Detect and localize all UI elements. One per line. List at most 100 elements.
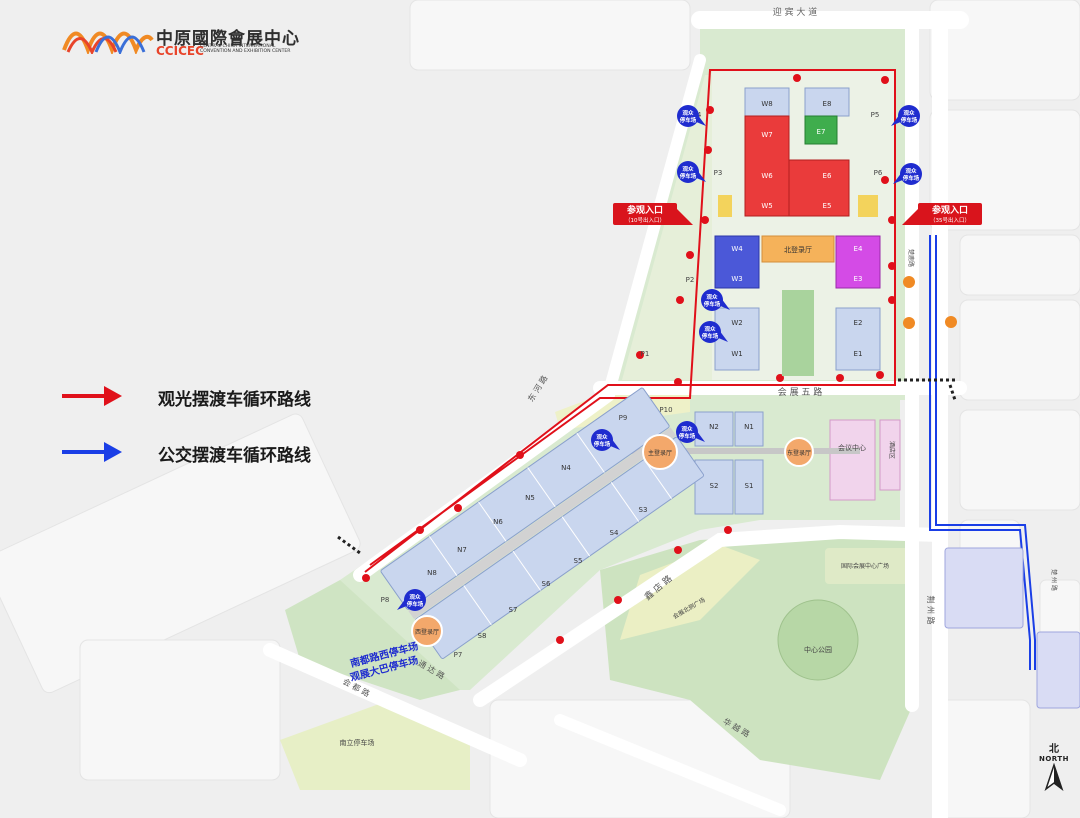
svg-text:S6: S6 bbox=[542, 580, 551, 588]
svg-text:E3: E3 bbox=[854, 275, 863, 283]
brand-name-en: CENTRAL CHINA INTERNATIONAL CONVENTION A… bbox=[200, 44, 330, 54]
brand-name-en-line1: CENTRAL CHINA INTERNATIONAL bbox=[200, 44, 276, 49]
svg-text:S3: S3 bbox=[639, 506, 648, 514]
brand-name-en-line2: CONVENTION AND EXHIBITION CENTER bbox=[200, 49, 291, 54]
legend-bus-route: 公交摆渡车循环路线 bbox=[60, 439, 360, 469]
legend-label: 公交摆渡车循环路线 bbox=[158, 446, 311, 466]
square-label: 国际会展中心广场 bbox=[841, 562, 889, 570]
badge-text: 观众 bbox=[704, 325, 716, 333]
svg-text:E2: E2 bbox=[854, 319, 863, 327]
entrance-title: 参观入口 bbox=[627, 204, 663, 216]
visitor-parking-badges: 观众停车场观众停车场观众停车场观众停车场观众停车场观众停车场观众停车场观众停车场… bbox=[397, 105, 922, 611]
svg-text:N2: N2 bbox=[709, 423, 719, 431]
legend-sightseeing-route: 观光摆渡车循环路线 bbox=[60, 383, 360, 413]
badge-text: 停车场 bbox=[702, 332, 719, 340]
badge-text: 观众 bbox=[905, 167, 917, 175]
badge-text: 停车场 bbox=[680, 172, 697, 180]
parking-lot-p3: P3 bbox=[714, 169, 723, 177]
svg-text:N5: N5 bbox=[525, 494, 535, 502]
badge-text: 观众 bbox=[409, 593, 421, 601]
svg-text:W7: W7 bbox=[761, 131, 772, 139]
svg-text:N1: N1 bbox=[744, 423, 754, 431]
badge-text: 停车场 bbox=[704, 300, 721, 308]
badge-text: 停车场 bbox=[679, 432, 696, 440]
entrance-title: 参观入口 bbox=[932, 204, 968, 216]
svg-text:S8: S8 bbox=[478, 632, 487, 640]
halls-north-campus: W8 E8 W7 W6 W5 E6 E5 E7 W4 W3 E4 E3 W2 W… bbox=[714, 87, 881, 376]
lobby-north-label: 北登录厅 bbox=[784, 245, 812, 254]
svg-text:S7: S7 bbox=[509, 606, 518, 614]
brand-name-cn: 中原國際會展中心 bbox=[156, 29, 300, 49]
svg-text:N7: N7 bbox=[457, 546, 467, 554]
entrance-subtitle: （10号出入口） bbox=[625, 216, 665, 224]
parking-lot-p10: P10 bbox=[659, 406, 672, 414]
svg-text:E8: E8 bbox=[823, 100, 832, 108]
road-right-small-label: 楚鹿路 bbox=[907, 249, 915, 267]
brand-logo: 中原國際會展中心 CCICEC CENTRAL CHINA INTERNATIO… bbox=[62, 24, 322, 58]
badge-text: 观众 bbox=[596, 433, 608, 441]
svg-text:N4: N4 bbox=[561, 464, 571, 472]
red-arrow-icon bbox=[62, 386, 122, 406]
park-label: 中心公园 bbox=[804, 645, 832, 654]
badge-text: 观众 bbox=[681, 425, 693, 433]
parking-lot-p2: P2 bbox=[686, 276, 695, 284]
parking-lot-p7: P7 bbox=[454, 651, 463, 659]
lobby-east-label: 东登录厅 bbox=[787, 449, 811, 457]
road-right-label: 荆 州 路 bbox=[926, 595, 936, 624]
svg-text:W8: W8 bbox=[761, 100, 772, 108]
parking-lot-p6: P6 bbox=[874, 169, 883, 177]
blue-arrow-icon bbox=[62, 442, 122, 462]
svg-text:N6: N6 bbox=[493, 518, 503, 526]
entrance-subtitle: （35号出入口） bbox=[930, 216, 970, 224]
badge-text: 观众 bbox=[706, 293, 718, 301]
route-stop-markers bbox=[362, 74, 896, 644]
road-top-label: 迎 宾 大 道 bbox=[773, 6, 818, 18]
north-label-en: NORTH bbox=[1038, 755, 1070, 763]
lobbies bbox=[411, 434, 814, 647]
svg-text:W3: W3 bbox=[731, 275, 742, 283]
entrance-badge-2: 参观入口（35号出入口） bbox=[902, 203, 982, 225]
north-arrow: 北 NORTH bbox=[1034, 740, 1074, 795]
badge-text: 观众 bbox=[682, 165, 694, 173]
meeting-center-label: 会议中心 bbox=[838, 443, 866, 452]
svg-text:S4: S4 bbox=[610, 529, 619, 537]
hotel-area-label: 酒店区 bbox=[888, 441, 896, 459]
brand-wave-icon bbox=[62, 31, 154, 54]
entrance-badge-1: 参观入口（10号出入口） bbox=[613, 203, 693, 225]
svg-text:N8: N8 bbox=[427, 569, 437, 577]
badge-text: 停车场 bbox=[407, 600, 424, 608]
south-parking-label: 南立停车场 bbox=[340, 738, 375, 747]
svg-text:E6: E6 bbox=[823, 172, 832, 180]
badge-text: 停车场 bbox=[901, 116, 918, 124]
brand-abbreviation: CCICEC bbox=[156, 44, 204, 58]
compass-arrow-icon bbox=[1044, 762, 1064, 792]
svg-text:S5: S5 bbox=[574, 557, 583, 565]
svg-text:W4: W4 bbox=[731, 245, 743, 253]
lobby-central-label: 主登录厅 bbox=[648, 449, 672, 457]
road-far-right-label: 楚 州 路 bbox=[1050, 569, 1058, 591]
lobby-west-label: 西登录厅 bbox=[415, 628, 439, 636]
entrance-badges: 参观入口（10号出入口）参观入口（35号出入口） bbox=[613, 203, 982, 225]
barriers bbox=[337, 378, 957, 555]
badge-text: 观众 bbox=[903, 109, 915, 117]
svg-text:E7: E7 bbox=[817, 128, 826, 136]
badge-text: 观众 bbox=[682, 109, 694, 117]
svg-text:E5: E5 bbox=[823, 202, 832, 210]
svg-text:W1: W1 bbox=[731, 350, 742, 358]
svg-text:W5: W5 bbox=[761, 202, 772, 210]
bus-shuttle-route bbox=[929, 235, 1036, 670]
svg-text:S2: S2 bbox=[710, 482, 719, 490]
parking-lot-p8: P8 bbox=[381, 596, 390, 604]
sightseeing-shuttle-route bbox=[364, 69, 896, 573]
svg-text:E1: E1 bbox=[854, 350, 863, 358]
badge-text: 停车场 bbox=[594, 440, 611, 448]
